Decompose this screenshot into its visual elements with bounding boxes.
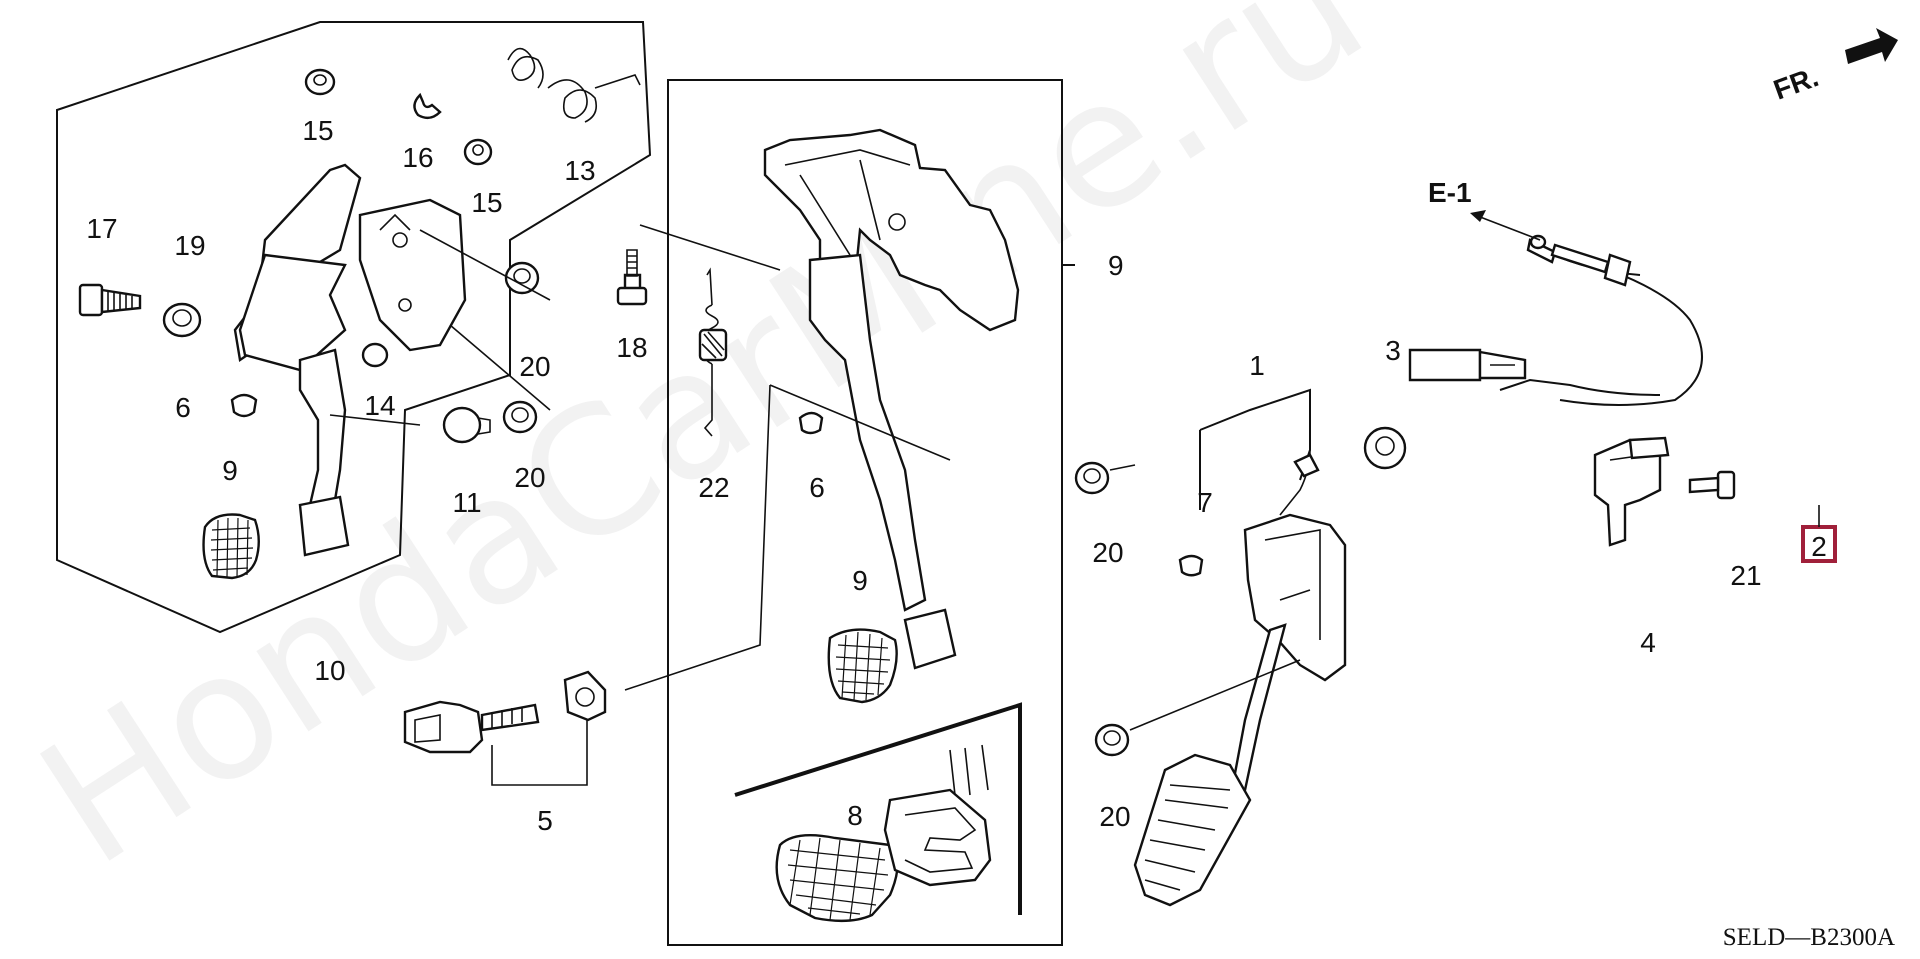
brake-pedal-assembly-group	[56, 21, 652, 634]
front-arrow-icon	[1845, 28, 1898, 64]
callout-5: 5	[537, 805, 553, 836]
collar-15-lower	[463, 138, 493, 166]
collar-15-top	[304, 68, 336, 96]
callout-9-a: 9	[222, 455, 238, 486]
cushion-5	[563, 670, 607, 722]
callout-21: 21	[1730, 560, 1761, 591]
callout-6-b: 6	[809, 472, 825, 503]
diagram-code: SELD—B2300A	[1723, 924, 1895, 951]
callout-2: 2	[1811, 531, 1827, 562]
callout-18: 18	[616, 332, 647, 363]
callout-12: 11	[452, 487, 481, 518]
clip-12	[442, 406, 491, 444]
callout-14: 14	[364, 390, 395, 421]
nut-20-c	[1094, 723, 1130, 757]
callout-9-b: 9	[852, 565, 868, 596]
callout-10: 9	[1108, 250, 1124, 281]
clutch-pedal-assembly-group	[616, 79, 1075, 946]
return-spring-13	[507, 47, 641, 123]
pedal-pad-clutch	[827, 628, 898, 704]
callout-8: 8	[847, 800, 863, 831]
arrow-e1-icon	[1470, 210, 1486, 222]
front-direction-arrow: FR.	[1769, 28, 1898, 106]
pedal-pad-8	[775, 834, 899, 923]
callout-20-b: 20	[514, 462, 545, 493]
accelerator-pedal-assembly	[1074, 388, 1347, 907]
callout-6-a: 6	[175, 392, 191, 423]
fr-label: FR.	[1769, 61, 1822, 106]
pedal-pad-8-metal	[883, 744, 992, 887]
callout-15-b: 15	[471, 187, 502, 218]
callout-20-c: 20	[1092, 537, 1123, 568]
bolt-18	[616, 249, 648, 306]
nut-20-b	[502, 400, 538, 434]
callout-20-d: 20	[1099, 801, 1130, 832]
callout-15-a: 15	[302, 115, 333, 146]
nut-19	[162, 302, 202, 338]
callout-16: 16	[402, 142, 433, 173]
callout-11: 10	[314, 655, 345, 686]
callout-20-a: 20	[519, 351, 550, 382]
nut-20-a	[504, 261, 540, 295]
callout-7: 7	[1197, 487, 1213, 518]
callout-labels: 15 16 15 13 17 19 6 14 20 20 11 9 10 18 …	[86, 115, 1826, 836]
grommet-3	[1363, 426, 1407, 470]
callout-13: 13	[564, 155, 595, 186]
callout-3: 3	[1385, 335, 1401, 366]
bolt-17	[78, 283, 142, 317]
pedal-pad-left	[202, 513, 260, 580]
spring-22	[698, 267, 728, 437]
callout-4: 4	[1640, 627, 1656, 658]
nut-20-d	[1074, 461, 1110, 495]
callout-1: 1	[1249, 350, 1265, 381]
callout-17: 17	[86, 213, 117, 244]
switch-assembly-5	[403, 670, 607, 786]
callout-22: 22	[698, 472, 729, 503]
throttle-cable-2	[1363, 210, 1837, 563]
bolt-21	[1688, 470, 1736, 500]
callout-19: 19	[174, 230, 205, 261]
e1-reference-label: E-1	[1428, 177, 1472, 208]
